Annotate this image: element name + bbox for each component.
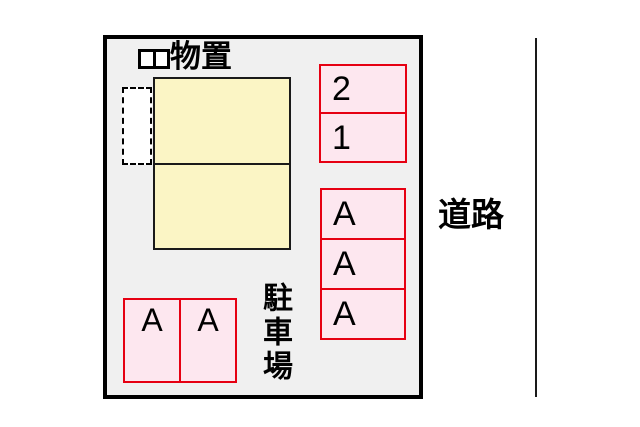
road-boundary-line [535, 38, 537, 397]
parking-space-label: 1 [332, 118, 351, 157]
road-label: 道路 [438, 196, 504, 233]
parking-column-numbered: 2 1 [319, 64, 407, 163]
parking-space-label: A [197, 302, 219, 338]
parking-space-label: A [333, 195, 356, 233]
parking-pair-bottom: A A [123, 298, 237, 383]
parking-space-a-4: A [123, 298, 181, 383]
parking-space-1: 1 [319, 112, 407, 163]
property-outline: 物置 2 1 A A A A [103, 35, 423, 399]
parking-space-label: A [333, 245, 356, 283]
parking-space-a-2: A [320, 238, 406, 290]
parking-space-2: 2 [319, 64, 407, 114]
parking-space-label: 2 [332, 70, 351, 108]
parking-space-a-1: A [320, 188, 406, 240]
parking-space-label: A [333, 295, 356, 333]
parking-space-a-3: A [320, 288, 406, 340]
building [153, 77, 291, 250]
shed-door-left [141, 52, 153, 66]
parking-column-lettered: A A A [320, 188, 406, 340]
building-floor-divider [155, 163, 289, 165]
storage-shed-icon [138, 49, 170, 69]
parking-space-a-5: A [179, 298, 237, 383]
shed-door-right [152, 52, 168, 66]
storage-shed-label: 物置 [170, 39, 232, 74]
building-annex-dashed-outline [122, 87, 152, 165]
parking-area-label: 駐車場 [258, 282, 291, 384]
parking-space-label: A [141, 302, 163, 338]
